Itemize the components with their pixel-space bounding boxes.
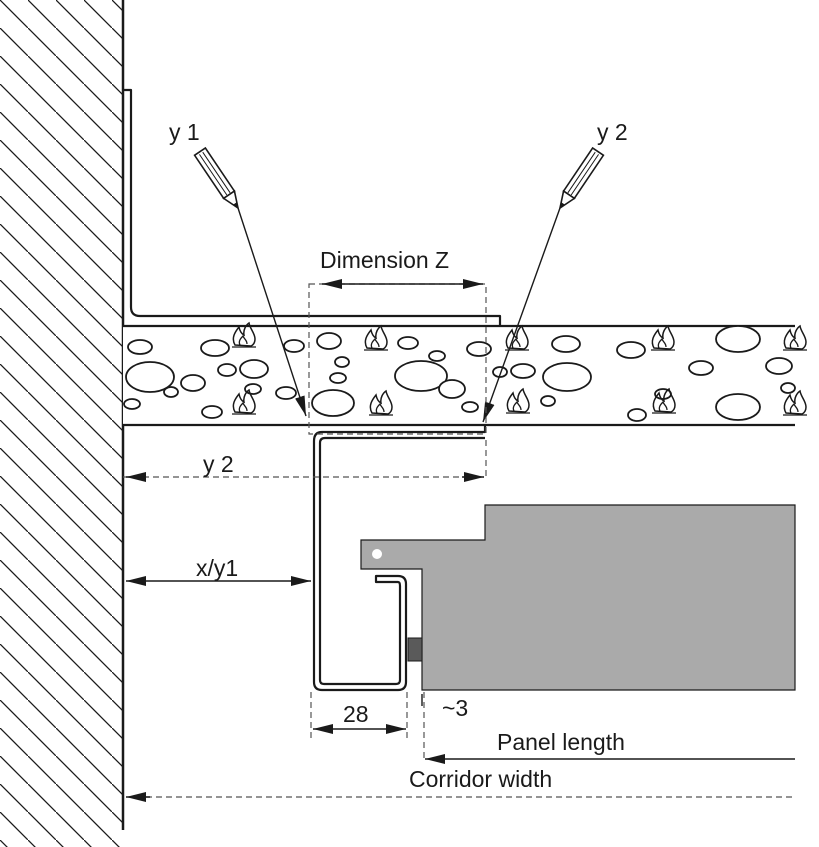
hook-hole xyxy=(372,549,382,559)
ceiling-slab xyxy=(123,322,808,427)
pencil-y1-label: y 1 xyxy=(169,119,200,145)
dimension-28 xyxy=(310,692,408,738)
dimension-z xyxy=(308,279,487,435)
corridor-width-label: Corridor width xyxy=(409,766,552,792)
marking-lines xyxy=(237,207,561,423)
dimension-z-label: Dimension Z xyxy=(320,247,449,273)
pencil-icon xyxy=(193,146,605,210)
panel-length-label: Panel length xyxy=(497,729,625,755)
ceiling-panel xyxy=(360,504,796,691)
gap-3-label: ~3 xyxy=(442,695,468,721)
wall xyxy=(0,0,125,847)
y2-dimension-label: y 2 xyxy=(203,451,234,477)
aggregate-pebbles xyxy=(123,325,796,422)
pencil-y2-label: y 2 xyxy=(597,119,628,145)
xy1-dimension-label: x/y1 xyxy=(196,555,238,581)
panel-length-dimension xyxy=(423,692,795,764)
seal-strip xyxy=(407,637,423,662)
wall-angle-profile xyxy=(123,88,502,326)
ceiling-c-profile xyxy=(312,425,487,692)
dim-28-label: 28 xyxy=(343,701,369,727)
y2-dimension-line xyxy=(123,440,487,482)
